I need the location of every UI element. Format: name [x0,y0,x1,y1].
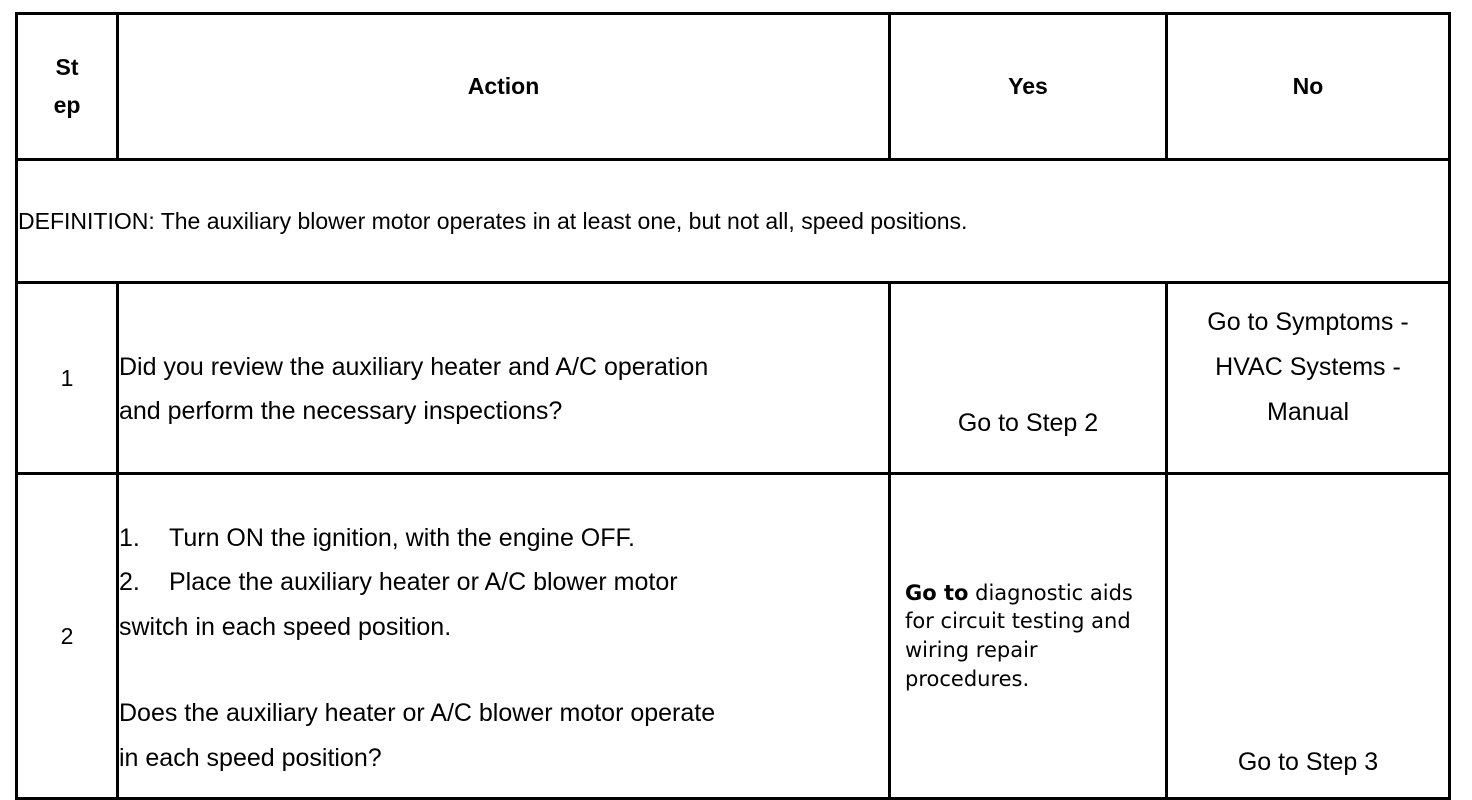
yes-result-line: Go to diagnostic aids [905,579,1159,608]
step-number: 1 [15,281,119,475]
no-result-line: Go to Symptoms - [1207,308,1409,336]
definition-text: DEFINITION: The auxiliary blower motor o… [15,158,1451,284]
yes-result-line: wiring repair [905,638,1038,662]
no-result-line: HVAC Systems - [1215,353,1401,381]
action-line: and perform the necessary inspections? [119,397,563,425]
list-item: 1. Turn ON the ignition, with the engine … [119,516,888,561]
yes-result-rest: diagnostic aids [968,580,1133,605]
yes-result: Go to Step 2 [888,281,1168,475]
yes-result-line: procedures. [905,666,1030,691]
table-row: 2 1. Turn ON the ignition, with the engin… [15,472,1451,800]
no-result-line: Manual [1267,398,1349,426]
no-result-line: Go to Step 3 [1237,748,1379,776]
action-question-line: Does the auxiliary heater or A/C blower … [119,699,716,728]
action-text: 1. Turn ON the ignition, with the engine … [116,472,891,800]
column-header-action: Action [116,12,891,161]
action-numbered-list: 1. Turn ON the ignition, with the engine … [119,516,888,605]
no-result: Go to Symptoms - HVAC Systems - Manual [1165,281,1451,475]
definition-row: DEFINITION: The auxiliary blower motor o… [15,158,1451,284]
table-row: 1 Did you review the auxiliary heater an… [15,281,1451,475]
table-header-row: St ep Action Yes No [15,12,1451,161]
action-question-line: in each speed position? [119,743,382,772]
column-header-step-line2: ep [53,91,81,118]
yes-result-lead: Go to [905,580,969,605]
column-header-yes: Yes [888,12,1168,161]
yes-result-line: Go to Step 2 [957,409,1099,437]
diagnostic-steps-table: St ep Action Yes No DEFINITION: The auxi… [15,12,1451,800]
list-item-text: Place the auxiliary heater or A/C blower… [169,568,678,597]
action-line: Did you review the auxiliary heater and … [119,352,709,381]
action-line-continuation: switch in each speed position. [119,612,452,641]
column-header-step-line1: St [55,54,79,81]
column-header-no: No [1165,12,1451,161]
list-item-marker: 2. [119,568,140,597]
action-text: Did you review the auxiliary heater and … [116,281,891,475]
list-item-marker: 1. [119,523,140,552]
document-canvas: St ep Action Yes No DEFINITION: The auxi… [15,12,1451,800]
paragraph-spacer [119,649,888,691]
list-item: 2. Place the auxiliary heater or A/C blow… [119,560,888,605]
list-item-text: Turn ON the ignition, with the engine OF… [169,523,635,552]
yes-result: Go to diagnostic aids for circuit testin… [888,472,1168,800]
step-number: 2 [15,472,119,800]
no-result: Go to Step 3 [1165,472,1451,800]
column-header-step: St ep [15,12,119,161]
yes-result-line: for circuit testing and [905,609,1131,634]
